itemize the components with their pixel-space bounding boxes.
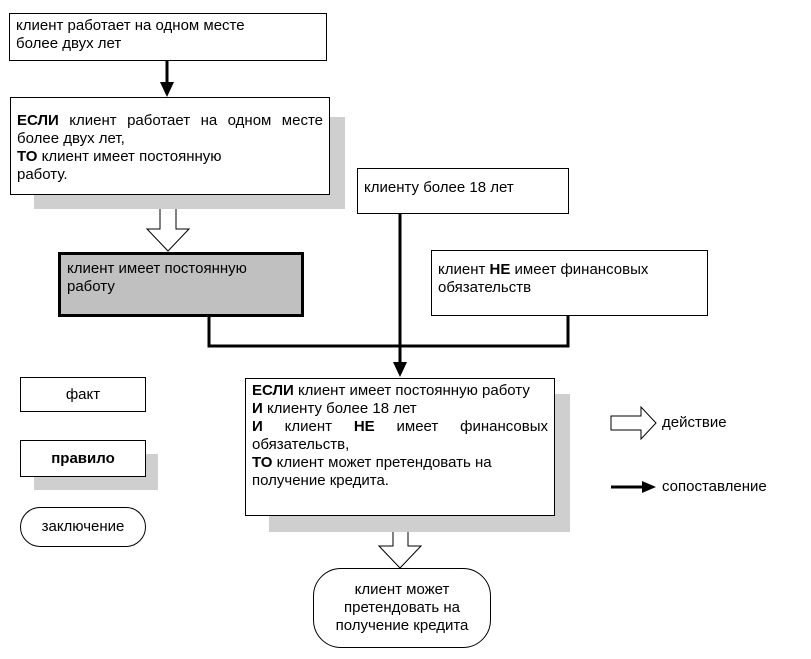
legend-rule-label: правило: [51, 449, 115, 467]
fact-obligations-text: клиент НЕ имеет финансовых обязательств: [438, 261, 688, 297]
legend-action-label: действие: [662, 414, 727, 431]
legend-fact-box: факт: [20, 377, 146, 412]
legend-action-arrow-icon: [610, 405, 657, 441]
rule2-if-keyword: ЕСЛИ: [252, 382, 294, 399]
conclusion-line2: претендовать на: [343, 599, 461, 616]
rule2-and1-line: И клиенту более 18 лет: [252, 400, 548, 418]
rule2-and2-not-keyword: НЕ: [353, 418, 375, 435]
fact-age-box: клиенту более 18 лет: [357, 168, 569, 214]
rule2-then-line: ТО клиент может претендовать на получени…: [252, 454, 548, 490]
rule1-box: ЕСЛИ клиент работает на одном месте боле…: [10, 97, 330, 195]
rule2-if-text: клиент имеет постоянную работу: [297, 382, 530, 399]
match-arrowhead-rule2: [393, 362, 407, 377]
rule2-if-line: ЕСЛИ клиент имеет постоянную работу: [252, 382, 548, 400]
match-arrowhead-rule1: [160, 82, 174, 97]
derived-fact-text: клиент имеет постоянную работу: [67, 260, 247, 295]
rule2-and2-pre: клиент: [284, 418, 332, 435]
rule1-then-keyword: ТО: [17, 148, 38, 165]
rule2-then-keyword: ТО: [252, 454, 273, 471]
legend-conclusion-label: заключение: [41, 518, 125, 535]
rule2-and1-text: клиенту более 18 лет: [266, 400, 417, 417]
rule1-if-line: ЕСЛИ клиент работает на одном месте боле…: [17, 112, 323, 148]
fact-top-line2: более двух лет: [16, 35, 122, 52]
fact-top-box: клиент работает на одном месте более дву…: [9, 13, 327, 61]
rule2-then-text: клиент может претендовать на получение к…: [252, 454, 492, 489]
rule2-and2-keyword: И: [252, 418, 263, 435]
conclusion-box: клиент может претендовать на получение к…: [313, 568, 491, 648]
rule2-box: ЕСЛИ клиент имеет постоянную работу И кл…: [245, 378, 555, 516]
rule2-and1-keyword: И: [252, 400, 263, 417]
legend-fact-label: факт: [65, 385, 101, 403]
conclusion-line1: клиент может: [354, 581, 450, 598]
rule1-then-text: клиент имеет постоянную работу.: [17, 148, 222, 183]
match-line-derived: [207, 316, 570, 348]
legend-rule-box: правило: [20, 440, 146, 477]
rule2-and2-post: имеет финансовых обязательств,: [252, 418, 548, 453]
fact-obligations-box: клиент НЕ имеет финансовых обязательств: [431, 250, 708, 316]
conclusion-line3: получение кредита: [335, 617, 469, 634]
fact-top-line1: клиент работает на одном месте: [16, 17, 245, 34]
rule1-if-text: клиент работает на одном месте более дву…: [17, 112, 324, 147]
derived-fact-box: клиент имеет постоянную работу: [58, 252, 304, 317]
rule1-then-line: ТО клиент имеет постоянную работу.: [17, 148, 257, 184]
fact-obligations-post: имеет финансовых обязательств: [438, 261, 649, 296]
legend-matching-label: сопоставление: [662, 478, 767, 495]
rule1-if-keyword: ЕСЛИ: [17, 112, 59, 129]
legend-conclusion-box: заключение: [20, 507, 146, 547]
fact-age-text: клиенту более 18 лет: [364, 179, 514, 196]
legend-matching-arrowhead-icon: [642, 481, 656, 493]
fact-obligations-keyword: НЕ: [489, 261, 511, 278]
fact-obligations-pre: клиент: [438, 261, 486, 278]
rule2-and2-line: И клиент НЕ имеет финансовых обязательст…: [252, 418, 548, 454]
